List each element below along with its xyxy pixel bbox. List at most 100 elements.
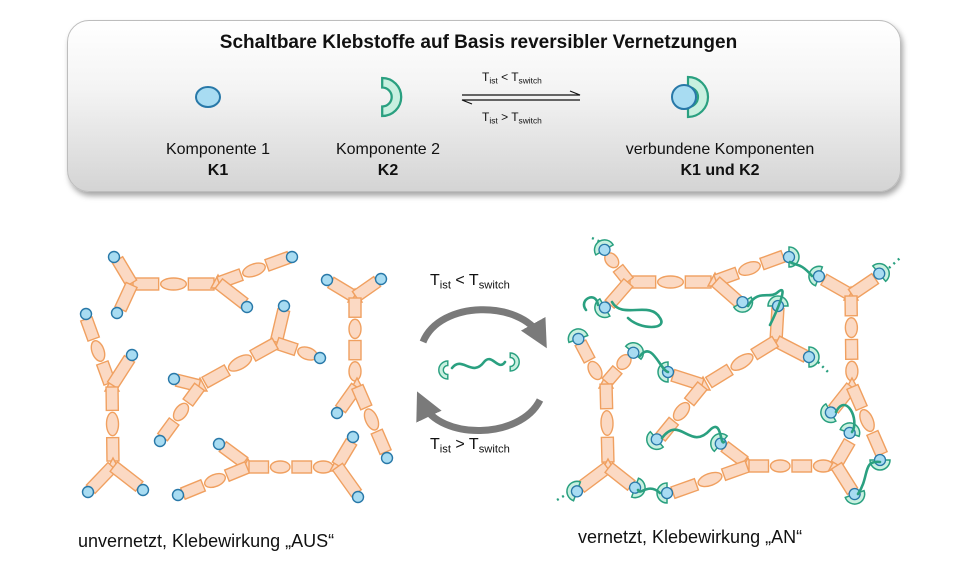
- bound-pair: [656, 482, 674, 504]
- chain-block: [223, 460, 251, 483]
- bound-pair: [782, 246, 800, 268]
- chain-segment: [601, 353, 632, 388]
- chain-bead: [203, 472, 227, 489]
- chain-block: [845, 383, 869, 412]
- combined-legend-icon: [671, 75, 710, 119]
- chain-segment: [599, 383, 615, 463]
- k2-shape: [438, 360, 449, 380]
- k1-shape: [873, 453, 887, 467]
- chain-segment: [179, 460, 251, 501]
- k2-legend-icon: [381, 76, 403, 118]
- chain-continuation: [888, 257, 901, 269]
- k1-shape: [671, 84, 697, 110]
- reverse-arrow-icon: [461, 99, 580, 105]
- k2-shape: [509, 352, 520, 372]
- k1-end-group: [346, 430, 360, 444]
- k1-shape: [570, 485, 584, 498]
- chain-bead: [859, 408, 875, 433]
- chain-block: [683, 381, 709, 407]
- chain-block: [847, 272, 880, 301]
- k1-end-group: [212, 437, 226, 451]
- chain-segment: [132, 277, 215, 291]
- k1-end-group: [374, 272, 388, 286]
- chain-block: [348, 339, 362, 361]
- chain-block: [576, 461, 612, 494]
- chain-segment: [574, 339, 603, 381]
- bound-pair: [871, 262, 890, 283]
- chain-block: [105, 386, 120, 412]
- chain-segment: [670, 459, 750, 500]
- crosslinker: [660, 425, 726, 444]
- k1-end-group: [125, 348, 139, 362]
- chain-bead: [672, 401, 691, 422]
- chain-block: [720, 459, 750, 482]
- crosslinker: [636, 487, 662, 495]
- chain-segment: [79, 315, 117, 387]
- k1-shape: [782, 250, 796, 264]
- chain-block: [748, 459, 770, 473]
- chain-bead: [269, 460, 291, 474]
- k1-end-group: [81, 485, 95, 499]
- chain-block: [350, 383, 373, 411]
- chain-block: [599, 383, 614, 410]
- k1-end-group: [320, 273, 334, 287]
- k2-cup: [438, 360, 449, 380]
- chain-block: [791, 459, 813, 473]
- combined-components-label: verbundene Komponenten: [625, 141, 815, 158]
- chain-block: [844, 338, 859, 361]
- bound-pair: [808, 265, 826, 287]
- chain-block: [629, 275, 657, 289]
- crosslinker: [788, 260, 814, 278]
- chain-bead: [656, 275, 685, 289]
- chain-bead: [105, 411, 120, 437]
- cycle-arrow-top-icon: [419, 306, 547, 349]
- chain-block: [670, 477, 700, 500]
- bound-pair: [844, 487, 866, 505]
- crosslinker: [856, 460, 882, 496]
- bound-pair: [593, 239, 615, 257]
- cycle-arrow-bottom-icon: [416, 391, 544, 434]
- crosslinker: [582, 296, 600, 312]
- diagram-title: Schaltbare Klebstoffe auf Basis reversib…: [219, 32, 738, 53]
- chain-block: [612, 263, 635, 286]
- chain-block: [830, 437, 856, 469]
- bound-pair: [567, 328, 589, 346]
- chain-bead: [738, 260, 761, 277]
- chain-block: [844, 295, 858, 317]
- chain-bead: [730, 353, 754, 371]
- k2-cup: [509, 352, 520, 372]
- k1-legend-icon: [195, 86, 221, 108]
- chain-segment: [847, 272, 880, 301]
- chain-bead: [348, 318, 362, 340]
- chain-segment: [704, 335, 780, 389]
- bound-pair: [646, 430, 665, 451]
- k1-shape: [873, 267, 886, 280]
- chain-segment: [201, 337, 279, 389]
- chain-segment: [844, 295, 859, 382]
- k1-end-group: [351, 490, 365, 504]
- chain-segment: [845, 383, 889, 458]
- k1-end-group: [171, 488, 185, 502]
- k1-end-group: [285, 250, 299, 264]
- k1-end-group: [380, 451, 394, 465]
- k1-end-group: [107, 250, 121, 264]
- chain-block: [370, 428, 393, 456]
- k1-shape: [812, 270, 826, 283]
- chain-segment: [105, 386, 120, 462]
- chain-bead: [363, 408, 380, 431]
- chain-segment: [654, 381, 709, 442]
- k1-end-group: [240, 300, 254, 314]
- chain-segment: [576, 461, 612, 494]
- chain-block: [758, 249, 787, 271]
- caption-crosslinked: vernetzt, Klebewirkung „AN“: [578, 527, 803, 547]
- forward-arrow-icon: [462, 90, 581, 96]
- combined-components-code: K1 und K2: [680, 162, 760, 179]
- chain-segment: [604, 252, 635, 286]
- bound-pair: [566, 480, 584, 502]
- component-1-code: K1: [207, 162, 229, 179]
- component-1-label: Komponente 1: [165, 141, 271, 158]
- component-2-label: Komponente 2: [335, 141, 441, 158]
- chain-bead: [600, 409, 614, 437]
- crosslinker: [746, 288, 784, 327]
